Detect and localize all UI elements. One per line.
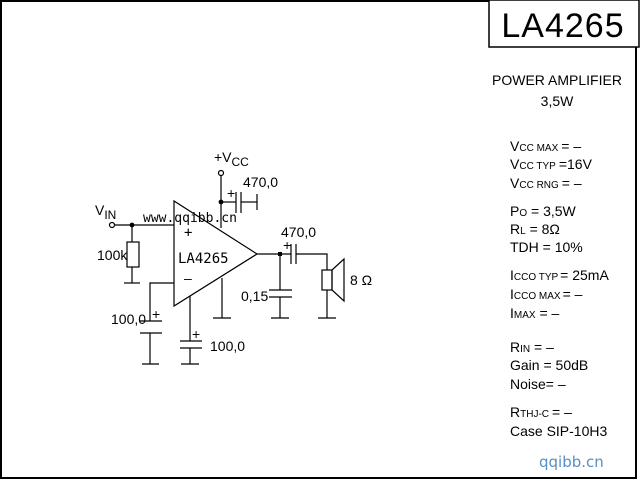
fb-wire [149, 282, 174, 321]
vin-terminal [108, 221, 116, 229]
description-line2: 3,5W [541, 93, 574, 109]
circuit [108, 169, 345, 365]
spec-vcc-max: VCC MAX= – [510, 138, 581, 154]
spec-list: VCC MAX= – VCC TYP=16V VCC RNG= – PO = 3… [510, 138, 609, 439]
spec-vcc-typ: VCC TYP=16V [510, 156, 593, 172]
minus-input-label: – [184, 270, 192, 286]
vcc-terminal [217, 169, 225, 177]
output-cap-polarity: + [283, 237, 291, 253]
vcc-cap-label: 470,0 [243, 174, 278, 190]
vcc-cap-polarity: + [227, 185, 235, 201]
watermark-center: www.qqibb.cn [143, 211, 237, 226]
spec-rin: RIN = – [510, 339, 554, 355]
spec-icco-max: ICCO MAX= – [510, 286, 583, 302]
output-cap-label: 470,0 [281, 224, 316, 240]
speaker-coil [321, 269, 333, 291]
vcc-label: +VCC [214, 149, 249, 169]
amp-label: LA4265 [178, 251, 229, 267]
spec-rthj: RTHJ-C= – [510, 404, 572, 420]
speaker-wire [296, 253, 328, 270]
spec-tdh: TDH = 10% [510, 239, 583, 255]
spec-case: Case SIP-10H3 [510, 423, 607, 439]
plus-input-label: + [184, 225, 192, 241]
fb-cap-label: 100,0 [111, 311, 146, 327]
amplifier-symbol [173, 199, 259, 308]
input-resistor [126, 241, 140, 268]
spec-vcc-rng: VCC RNG= – [510, 175, 582, 191]
spec-po: PO = 3,5W [510, 203, 577, 219]
description-line1: POWER AMPLIFIER [492, 72, 622, 88]
resistor-label: 100k [97, 247, 128, 263]
spec-gain: Gain = 50dB [510, 357, 588, 373]
spec-rl: RL = 8Ω [510, 221, 560, 237]
spec-icco-typ: ICCO TYP= 25mA [510, 267, 609, 283]
bypass-cap-polarity: + [192, 326, 200, 342]
part-number-title: LA4265 [501, 7, 624, 45]
spec-imax: IMAX = – [510, 305, 560, 321]
fb-cap-polarity: + [152, 306, 160, 322]
zobel-cap-label: 0,15 [241, 288, 268, 304]
spec-noise: Noise= – [510, 376, 566, 392]
speaker-label: 8 Ω [350, 272, 372, 288]
speaker-cone [331, 257, 345, 303]
bypass-cap-label: 100,0 [210, 338, 245, 354]
schematic-labels: VIN +VCC 470,0 + www.qqibb.cn + LA4265 –… [95, 149, 372, 354]
vin-label: VIN [95, 202, 116, 222]
corner-watermark: qqibb.cn [539, 453, 604, 471]
title-box: LA4265 [488, 0, 640, 48]
